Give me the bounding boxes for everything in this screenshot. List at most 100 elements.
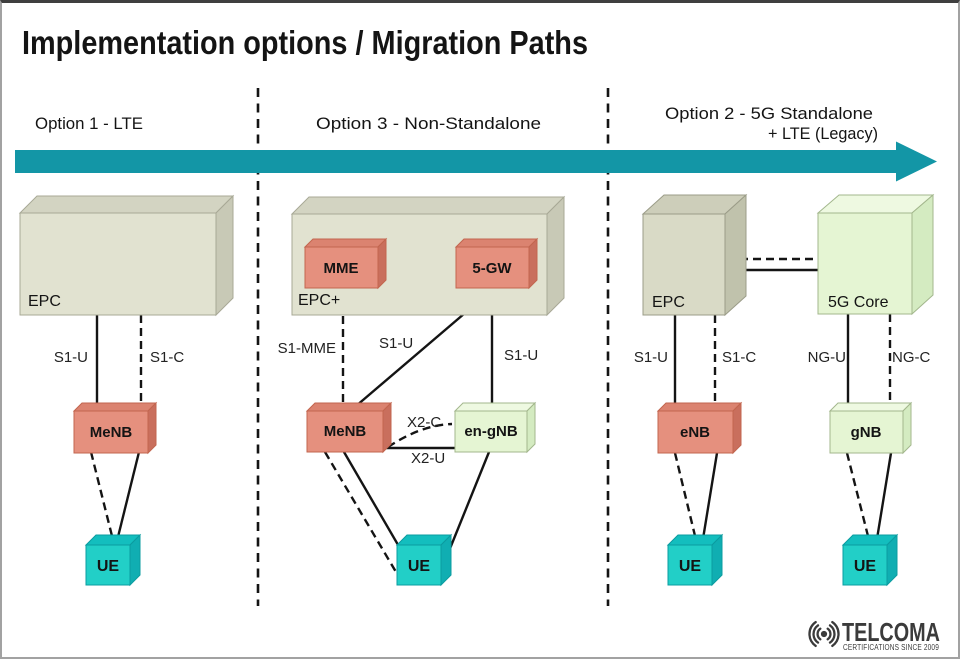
epc2-box-front-face	[642, 213, 726, 316]
menb-box-top-face	[72, 402, 158, 412]
menb3-box-top-face	[305, 402, 393, 412]
s1u-label-option2: S1-U	[634, 349, 668, 366]
s1u-diagonal-label-option3: S1-U	[379, 335, 413, 352]
signal-arc-r1	[826, 627, 832, 641]
menb-ue-dashed-option1	[89, 451, 115, 541]
ue-label-option1: UE	[97, 558, 120, 575]
menb-box-side-face	[147, 401, 157, 455]
logo-tagline-text: CERTIFICATIONS SINCE 2009	[843, 643, 939, 652]
menb-box-option3: MeNB	[305, 401, 393, 454]
5gw-box-side-face	[528, 237, 538, 290]
menb-ue-dashed-option3	[323, 451, 398, 573]
epc-box-option2: EPC	[641, 193, 748, 317]
mme-label-option3: MME	[324, 260, 359, 277]
enb-ue-dashed-option2	[673, 452, 698, 541]
5gcore-label-option2: 5G Core	[828, 294, 889, 311]
menb-label-option3: MeNB	[324, 423, 367, 440]
5gw-box-top-face	[454, 238, 539, 248]
ngu-label-option2: NG-U	[808, 349, 846, 366]
epc-box-option1: EPC	[18, 194, 235, 317]
engnb-box-option3: en-gNB	[453, 401, 537, 454]
mme-box-option3: MME	[303, 237, 388, 290]
s1c-label-option1: S1-C	[150, 349, 184, 366]
enb-box-front-face	[657, 410, 734, 454]
ue-label-option3: UE	[408, 558, 431, 575]
engnb-label-option3: en-gNB	[464, 423, 517, 440]
gnb-box-front-face	[829, 410, 904, 454]
enb-box-side-face	[732, 401, 742, 455]
epc-label-option2: EPC	[652, 294, 685, 311]
s1u-vertical-label-option3: S1-U	[504, 347, 538, 364]
enb-box-option2: eNB	[656, 401, 743, 455]
epc-plus-label-option3: EPC+	[298, 292, 340, 309]
5gcore-box-option2: 5G Core	[816, 193, 935, 316]
gnb-box-top-face	[828, 402, 913, 412]
epc-plus-top-face	[290, 196, 566, 215]
signal-icon-dot	[820, 630, 828, 638]
5gcore-box-front-face	[817, 212, 913, 315]
telcoma-logo: TELCOMA CERTIFICATIONS SINCE 2009	[808, 617, 940, 652]
ue-box-option2-left: UE	[666, 533, 724, 587]
menb3-box-side-face	[382, 401, 392, 454]
section-header-option1: Option 1 - LTE	[35, 114, 143, 133]
enb-box-top-face	[656, 402, 743, 412]
x2c-label-option3: X2-C	[407, 414, 441, 431]
menb-ue-solid-option1	[114, 451, 141, 546]
engnb-box-front-face	[454, 410, 528, 453]
gnb-label-option2: gNB	[851, 424, 882, 441]
epc-label-option1: EPC	[28, 293, 61, 310]
page-title: Implementation options / Migration Paths	[22, 24, 588, 61]
5gw-box-front-face	[455, 246, 530, 289]
ue-box-front-face	[85, 544, 131, 586]
enb-label-option2: eNB	[680, 424, 710, 441]
epc-plus-side-face	[546, 195, 565, 317]
engnb-box-top-face	[453, 402, 537, 412]
ue3-box-front-face	[396, 544, 442, 586]
timeline-arrow-head	[896, 141, 937, 182]
epc-box-front-face	[19, 212, 217, 316]
timeline-arrow	[15, 141, 937, 182]
enb-ue-solid-option2	[700, 452, 719, 546]
5gcore-box-side-face	[911, 193, 934, 316]
epc-box-side-face	[215, 194, 234, 317]
section-header-option2-line1: Option 2 - 5G Standalone	[665, 104, 873, 123]
ngc-label-option2: NG-C	[892, 349, 930, 366]
gnb-ue-solid-option2	[874, 452, 893, 546]
signal-arc-l3	[808, 620, 817, 648]
signal-arc-l1	[816, 627, 822, 641]
signal-arc-r2	[828, 624, 836, 644]
s1u-label-option1: S1-U	[54, 349, 88, 366]
gnb-box-side-face	[902, 401, 912, 455]
menb3-box-front-face	[306, 410, 384, 453]
diagram-svg: Implementation options / Migration Paths…	[15, 24, 940, 652]
ue-label-option2-left: UE	[679, 558, 702, 575]
s1c-label-option2: S1-C	[722, 349, 756, 366]
timeline-arrow-band	[15, 150, 896, 173]
ue-label-option2-right: UE	[854, 558, 877, 575]
section-header-option2-line2: + LTE (Legacy)	[768, 124, 878, 143]
menb-ue-solid-option3	[342, 451, 403, 551]
gnb-box-option2: gNB	[828, 401, 913, 455]
5gw-box-option3: 5-GW	[454, 237, 539, 290]
engnb-box-side-face	[526, 401, 536, 454]
ue2b-box-front-face	[842, 544, 888, 586]
link-labels: S1-U S1-C S1-MME S1-U S1-U X2-C X2-U S1-…	[54, 335, 931, 467]
ue-box-option1: UE	[84, 533, 142, 587]
gnb-ue-dashed-option2	[845, 452, 871, 541]
signal-arc-l2	[812, 624, 820, 644]
ue2a-box-front-face	[667, 544, 713, 586]
x2u-label-option3: X2-U	[411, 450, 445, 467]
menb-label-option1: MeNB	[90, 424, 133, 441]
ue-box-option3: UE	[395, 533, 453, 587]
signal-arc-r3	[831, 620, 840, 648]
mme-box-front-face	[304, 246, 379, 289]
signal-icon	[808, 620, 840, 648]
logo-brand-text: TELCOMA	[842, 617, 940, 647]
s1mme-label-option3: S1-MME	[278, 340, 336, 357]
epc2-box-side-face	[724, 193, 747, 317]
mme-box-side-face	[377, 237, 387, 290]
x2c-line-option3	[387, 422, 453, 449]
epc-box-top-face	[18, 195, 235, 214]
5gw-label-option3: 5-GW	[472, 260, 512, 277]
